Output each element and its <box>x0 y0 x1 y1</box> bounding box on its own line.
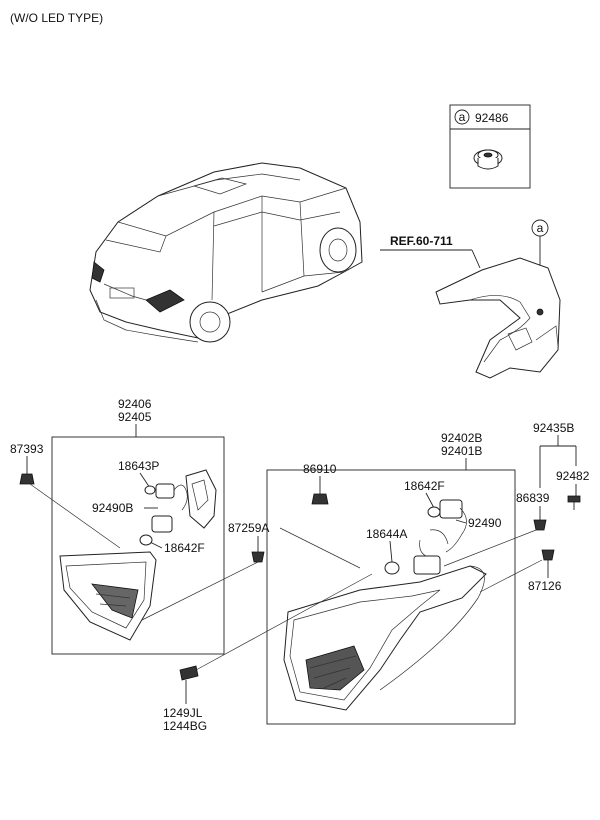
left-lamp-assembly: 92406 92405 87393 18643P 92490B 18642F <box>10 397 225 655</box>
part-92435B-label: 92435B <box>533 421 574 435</box>
part-92402B-label: 92402B <box>441 431 482 445</box>
part-87393-label: 87393 <box>10 442 44 456</box>
screw-92482 <box>567 495 581 510</box>
part-92401B-label: 92401B <box>441 444 482 458</box>
part-18642F-right-label: 18642F <box>404 479 445 493</box>
panel-marker: a <box>537 221 544 235</box>
right-bulb-harness-group <box>384 499 467 575</box>
variant-note: (W/O LED TYPE) <box>10 11 103 25</box>
part-87259A-label: 87259A <box>228 521 269 535</box>
part-92490B-label: 92490B <box>92 501 133 515</box>
part-92490-label: 92490 <box>468 516 502 530</box>
ref-label: REF.60-711 <box>390 234 453 248</box>
part-1249JL-label: 1249JL <box>163 706 203 720</box>
part-86839-label: 86839 <box>516 491 550 505</box>
left-lamp-lens <box>59 551 157 641</box>
part-92406-label: 92406 <box>118 397 152 411</box>
part-1244BG-label: 1244BG <box>163 719 207 733</box>
detail-marker: a <box>459 110 466 124</box>
part-87126-label: 87126 <box>528 579 562 593</box>
detail-marker-circle <box>454 109 470 125</box>
part-18644A-label: 18644A <box>366 527 407 541</box>
right-lamp-lens <box>283 565 487 711</box>
part-18643P-label: 18643P <box>118 459 159 473</box>
right-fasteners: 92435B 92482 86839 87126 <box>443 421 590 593</box>
left-bulb-socket-group <box>139 469 217 546</box>
right-lamp-assembly: 92402B 92401B 18642F 92490 18644A <box>266 431 516 725</box>
plug-part <box>473 149 503 170</box>
bottom-bolt: 1249JL 1244BG <box>163 573 373 733</box>
vehicle-illustration <box>89 162 363 343</box>
part-92405-label: 92405 <box>118 410 152 424</box>
part-18642F-left-label: 18642F <box>164 541 205 555</box>
part-86910-label: 86910 <box>303 462 337 476</box>
part-92486-label: 92486 <box>475 111 509 125</box>
part-92482-label: 92482 <box>556 469 590 483</box>
center-fasteners: 86910 87259A <box>141 462 361 621</box>
body-panel: REF.60-711 a <box>380 219 561 379</box>
detail-a-box: a 92486 <box>449 104 531 189</box>
